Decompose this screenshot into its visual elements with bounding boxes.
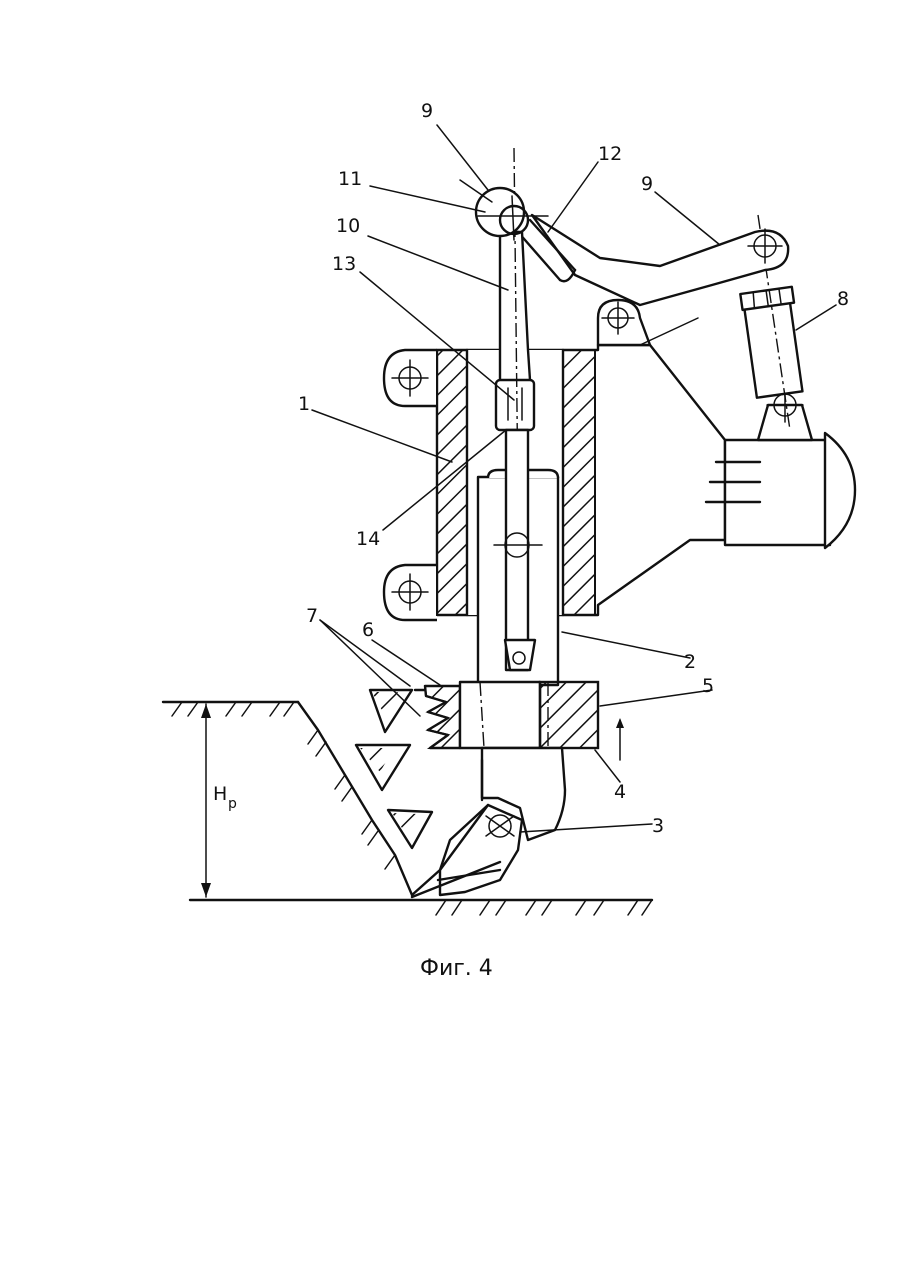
label-13: 13 — [332, 253, 356, 275]
soil-fragments — [356, 690, 432, 848]
label-7: 7 — [306, 605, 318, 627]
figure-caption: Фиг. 4 — [420, 956, 493, 981]
depth-dimension: H р — [201, 704, 237, 897]
label-5: 5 — [702, 675, 714, 697]
depth-label-subscript: р — [228, 796, 237, 812]
depth-label: H — [213, 783, 227, 805]
label-14: 14 — [356, 528, 380, 550]
label-10: 10 — [336, 215, 360, 237]
label-4: 4 — [614, 781, 626, 803]
pivot-joint — [476, 188, 548, 240]
label-11: 11 — [338, 168, 362, 190]
label-2: 2 — [684, 651, 696, 673]
ground-surface — [163, 702, 412, 895]
label-9-right: 9 — [641, 173, 653, 195]
label-8: 8 — [837, 288, 849, 310]
trench-bottom — [190, 900, 652, 915]
cutting-plate — [415, 682, 598, 748]
label-9-top: 9 — [421, 100, 433, 122]
label-3: 3 — [652, 815, 664, 837]
ripper-tooth — [412, 748, 565, 897]
label-1: 1 — [298, 393, 310, 415]
label-6: 6 — [362, 619, 374, 641]
label-12: 12 — [598, 143, 622, 165]
